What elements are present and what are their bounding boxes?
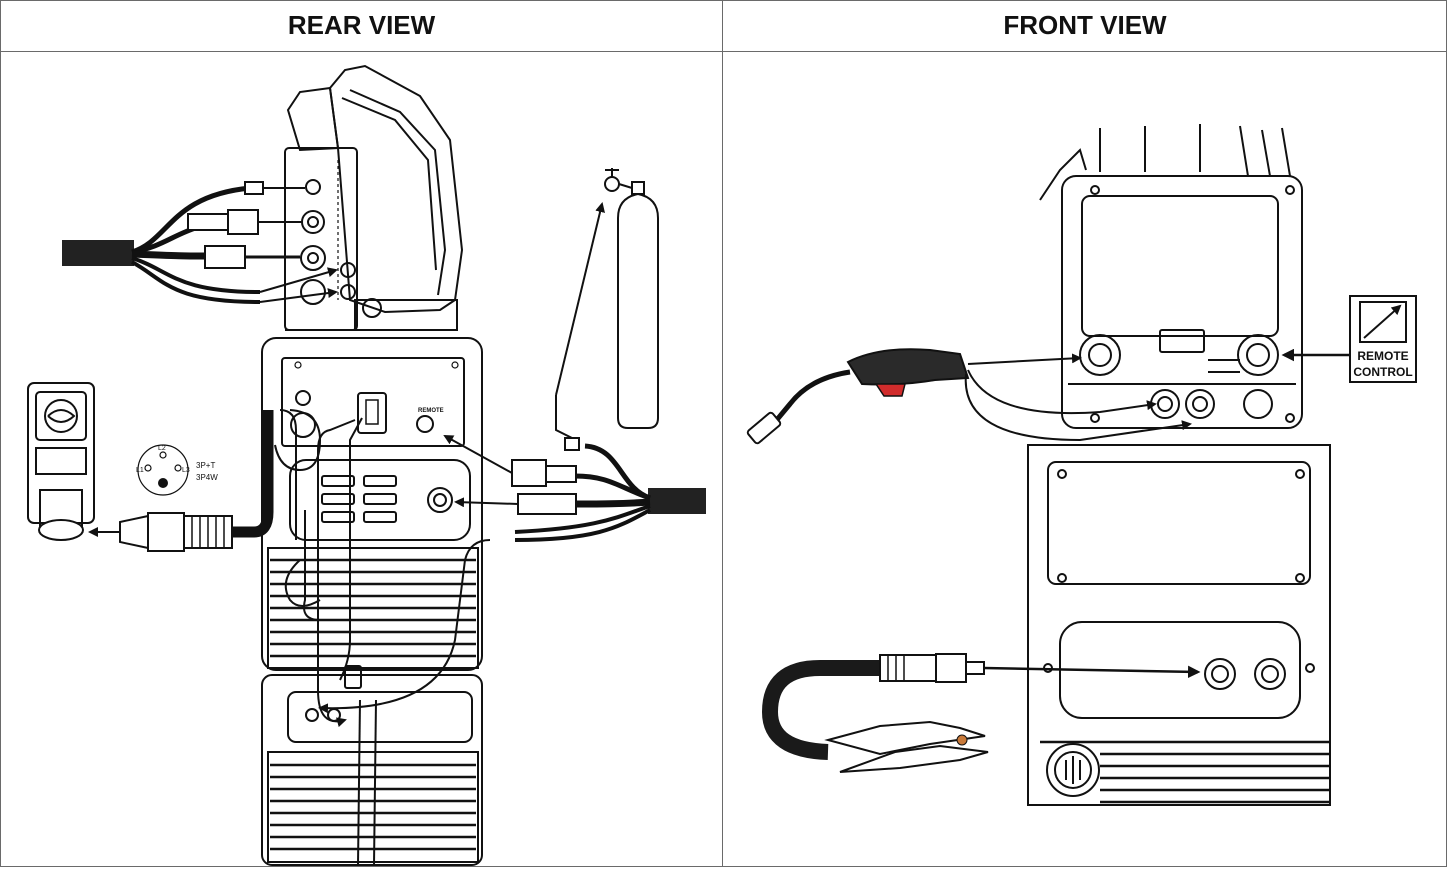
gas-cylinder-icon [604, 168, 659, 429]
socket-l2-label: L2 [158, 445, 166, 452]
socket-spec-1: 3P+T [196, 461, 215, 470]
front-vent-slats [1040, 740, 1330, 804]
rear-interconnection-cable [62, 181, 338, 304]
coolant-loop [357, 699, 377, 866]
remote-port-label: REMOTE [418, 408, 444, 414]
wire-feeder-rear [284, 64, 464, 331]
cooling-unit-rear [261, 665, 483, 866]
socket-spec-2: 3P4W [196, 473, 218, 482]
power-source-rear [261, 337, 483, 671]
mains-plug [88, 410, 274, 552]
remote-control-icon: REMOTE CONTROL [1281, 295, 1417, 383]
earth-clamp-icon [761, 653, 1201, 773]
rear-power-source-cable [443, 202, 706, 542]
remote-control-label-1: REMOTE [1357, 349, 1408, 363]
front-view-title: FRONT VIEW [723, 0, 1447, 52]
socket-l1-label: L1 [136, 467, 144, 474]
socket-pin-diagram: L2 L1 L3 3P+T 3P4W [136, 444, 218, 496]
rear-machine [261, 64, 483, 866]
front-machine [1027, 124, 1331, 806]
power-socket-icon [27, 382, 95, 541]
socket-l3-label: L3 [182, 467, 190, 474]
welding-torch-icon [746, 348, 1192, 445]
panel-divider [722, 0, 723, 867]
remote-control-label-2: CONTROL [1353, 365, 1412, 379]
coolant-hoses [274, 409, 491, 728]
rear-view-title: REAR VIEW [0, 0, 723, 52]
